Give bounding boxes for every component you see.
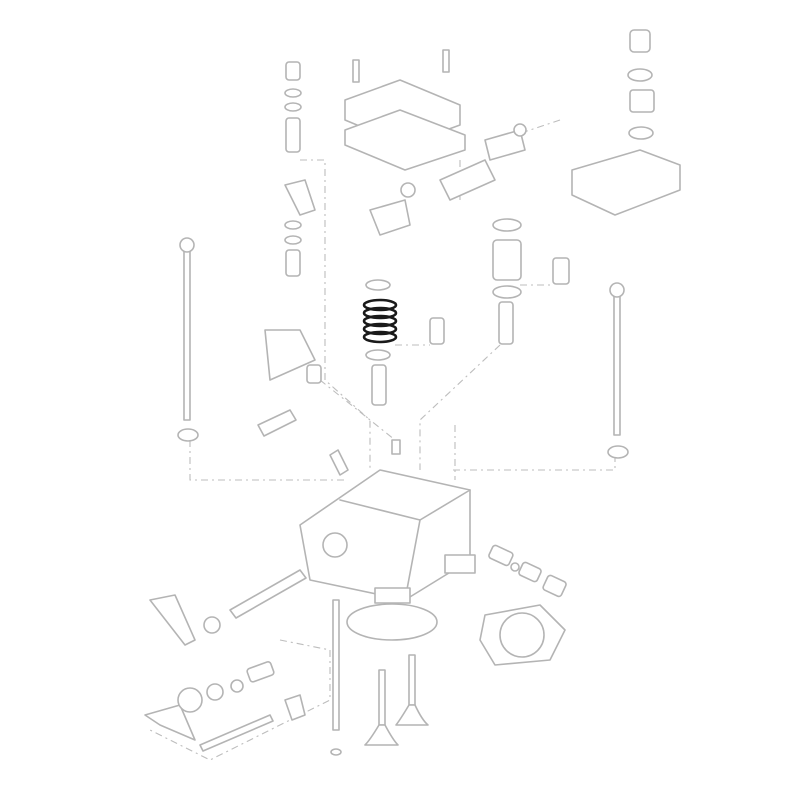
valves: [330, 599, 429, 756]
rocker-cover-right: [571, 29, 681, 216]
exhaust-gasket: [479, 604, 566, 666]
pushrods: [177, 237, 629, 459]
rocker-arms: [369, 123, 527, 236]
side-plugs: [488, 544, 567, 598]
valve-spring-highlighted: [362, 298, 398, 344]
cylinder-head: [299, 439, 476, 641]
valve-cover: [344, 49, 466, 171]
lever-assembly: [144, 569, 307, 752]
injector-parts: [257, 61, 322, 437]
valve-spring-parts: [365, 218, 570, 406]
